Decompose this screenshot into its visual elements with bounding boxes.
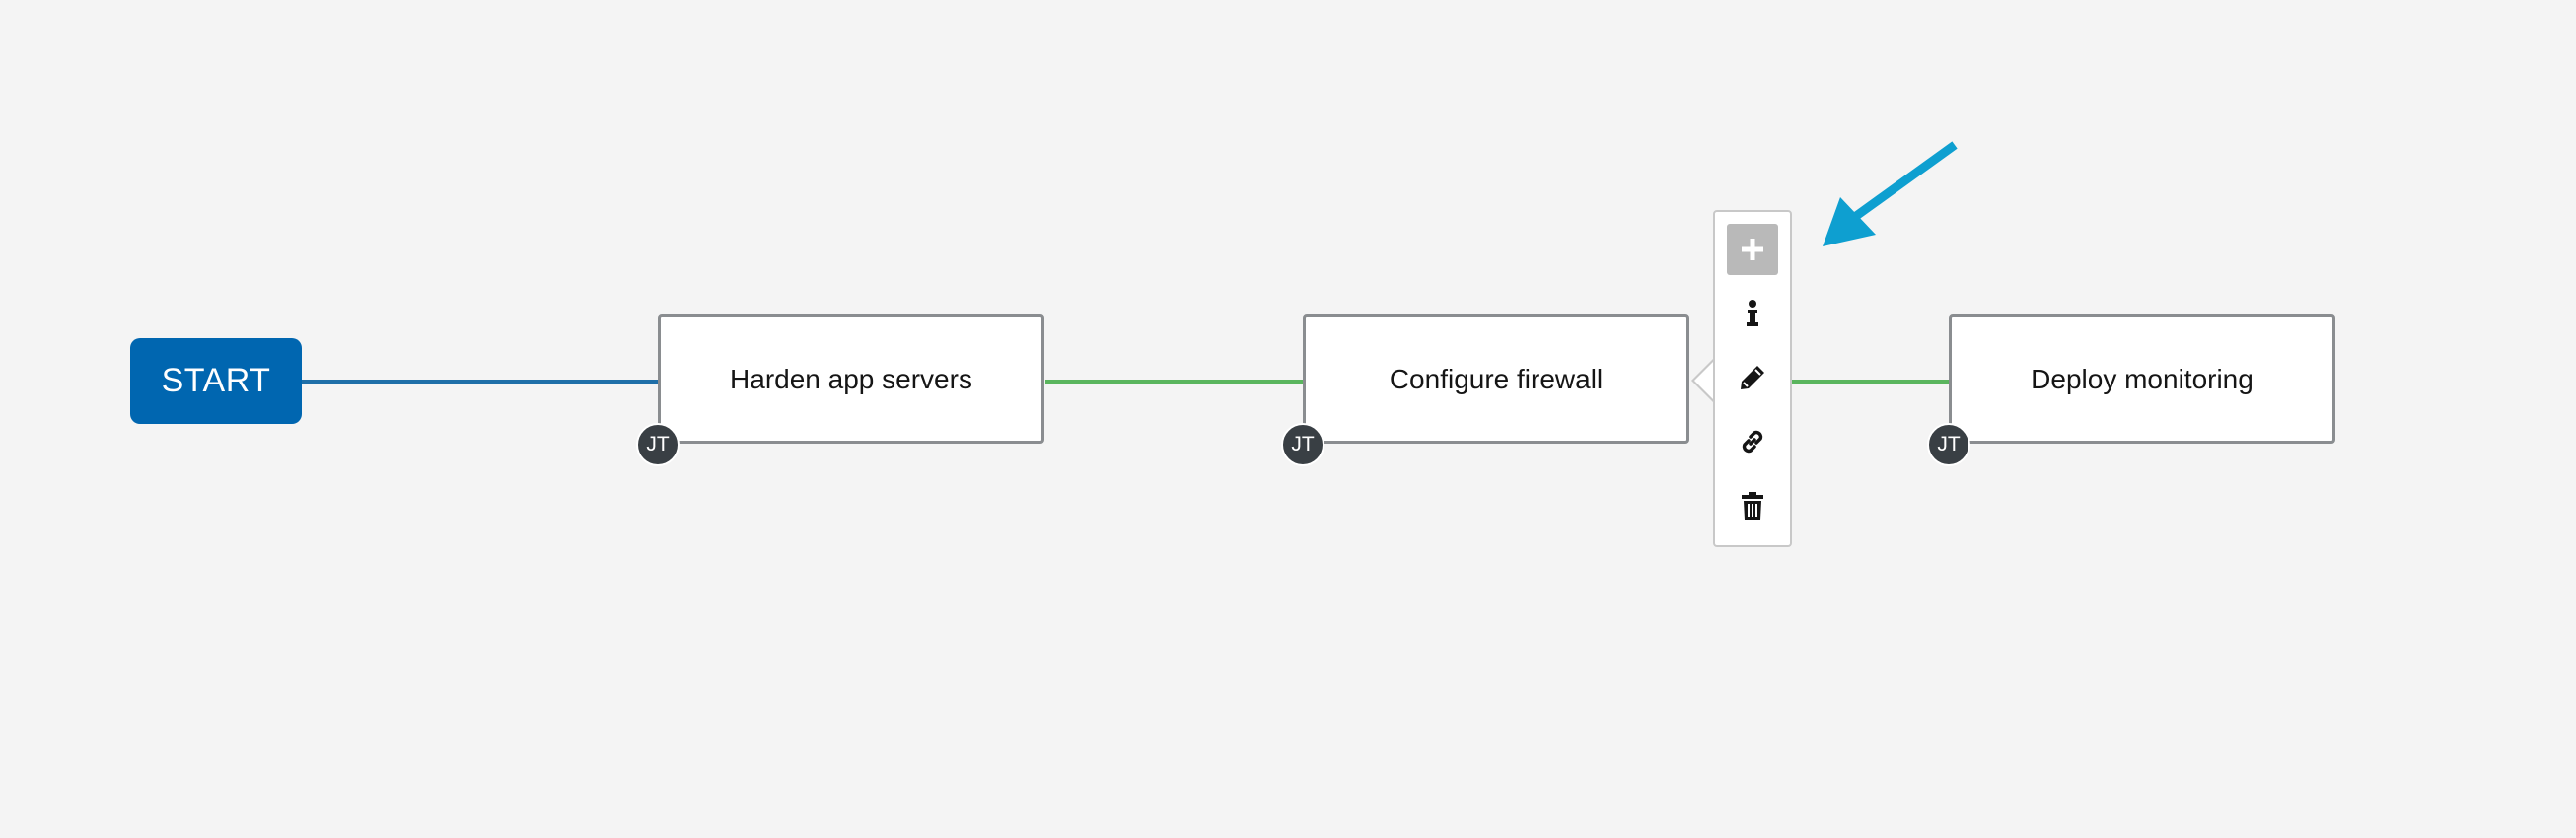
job-template-badge: JT [1281, 423, 1324, 466]
workflow-node[interactable]: Configure firewall [1303, 314, 1689, 444]
info-icon [1747, 300, 1758, 326]
node-label: Harden app servers [730, 363, 972, 394]
toolbar-pointer-fill [1694, 359, 1716, 402]
node-info-button[interactable] [1727, 288, 1778, 339]
workflow-node[interactable]: Harden app servers [658, 314, 1044, 444]
node-toolbar [1713, 210, 1792, 547]
add-node-button[interactable] [1727, 224, 1778, 275]
trash-icon [1742, 492, 1763, 520]
annotation-arrow-icon [1823, 141, 1958, 246]
pencil-icon [1741, 366, 1764, 389]
edit-node-button[interactable] [1727, 352, 1778, 403]
job-template-badge: JT [636, 423, 680, 466]
success-link-2[interactable] [1792, 380, 1950, 384]
link-node-button[interactable] [1727, 416, 1778, 467]
plus-icon [1742, 239, 1763, 260]
link-icon [1742, 430, 1763, 454]
job-template-badge: JT [1927, 423, 1970, 466]
success-link-1[interactable] [1045, 380, 1305, 384]
node-label: Deploy monitoring [2031, 363, 2254, 394]
node-label: Configure firewall [1389, 363, 1604, 394]
start-node[interactable]: START [130, 338, 302, 424]
start-link[interactable] [302, 380, 659, 384]
workflow-node[interactable]: Deploy monitoring [1949, 314, 2335, 444]
delete-node-button[interactable] [1727, 480, 1778, 531]
